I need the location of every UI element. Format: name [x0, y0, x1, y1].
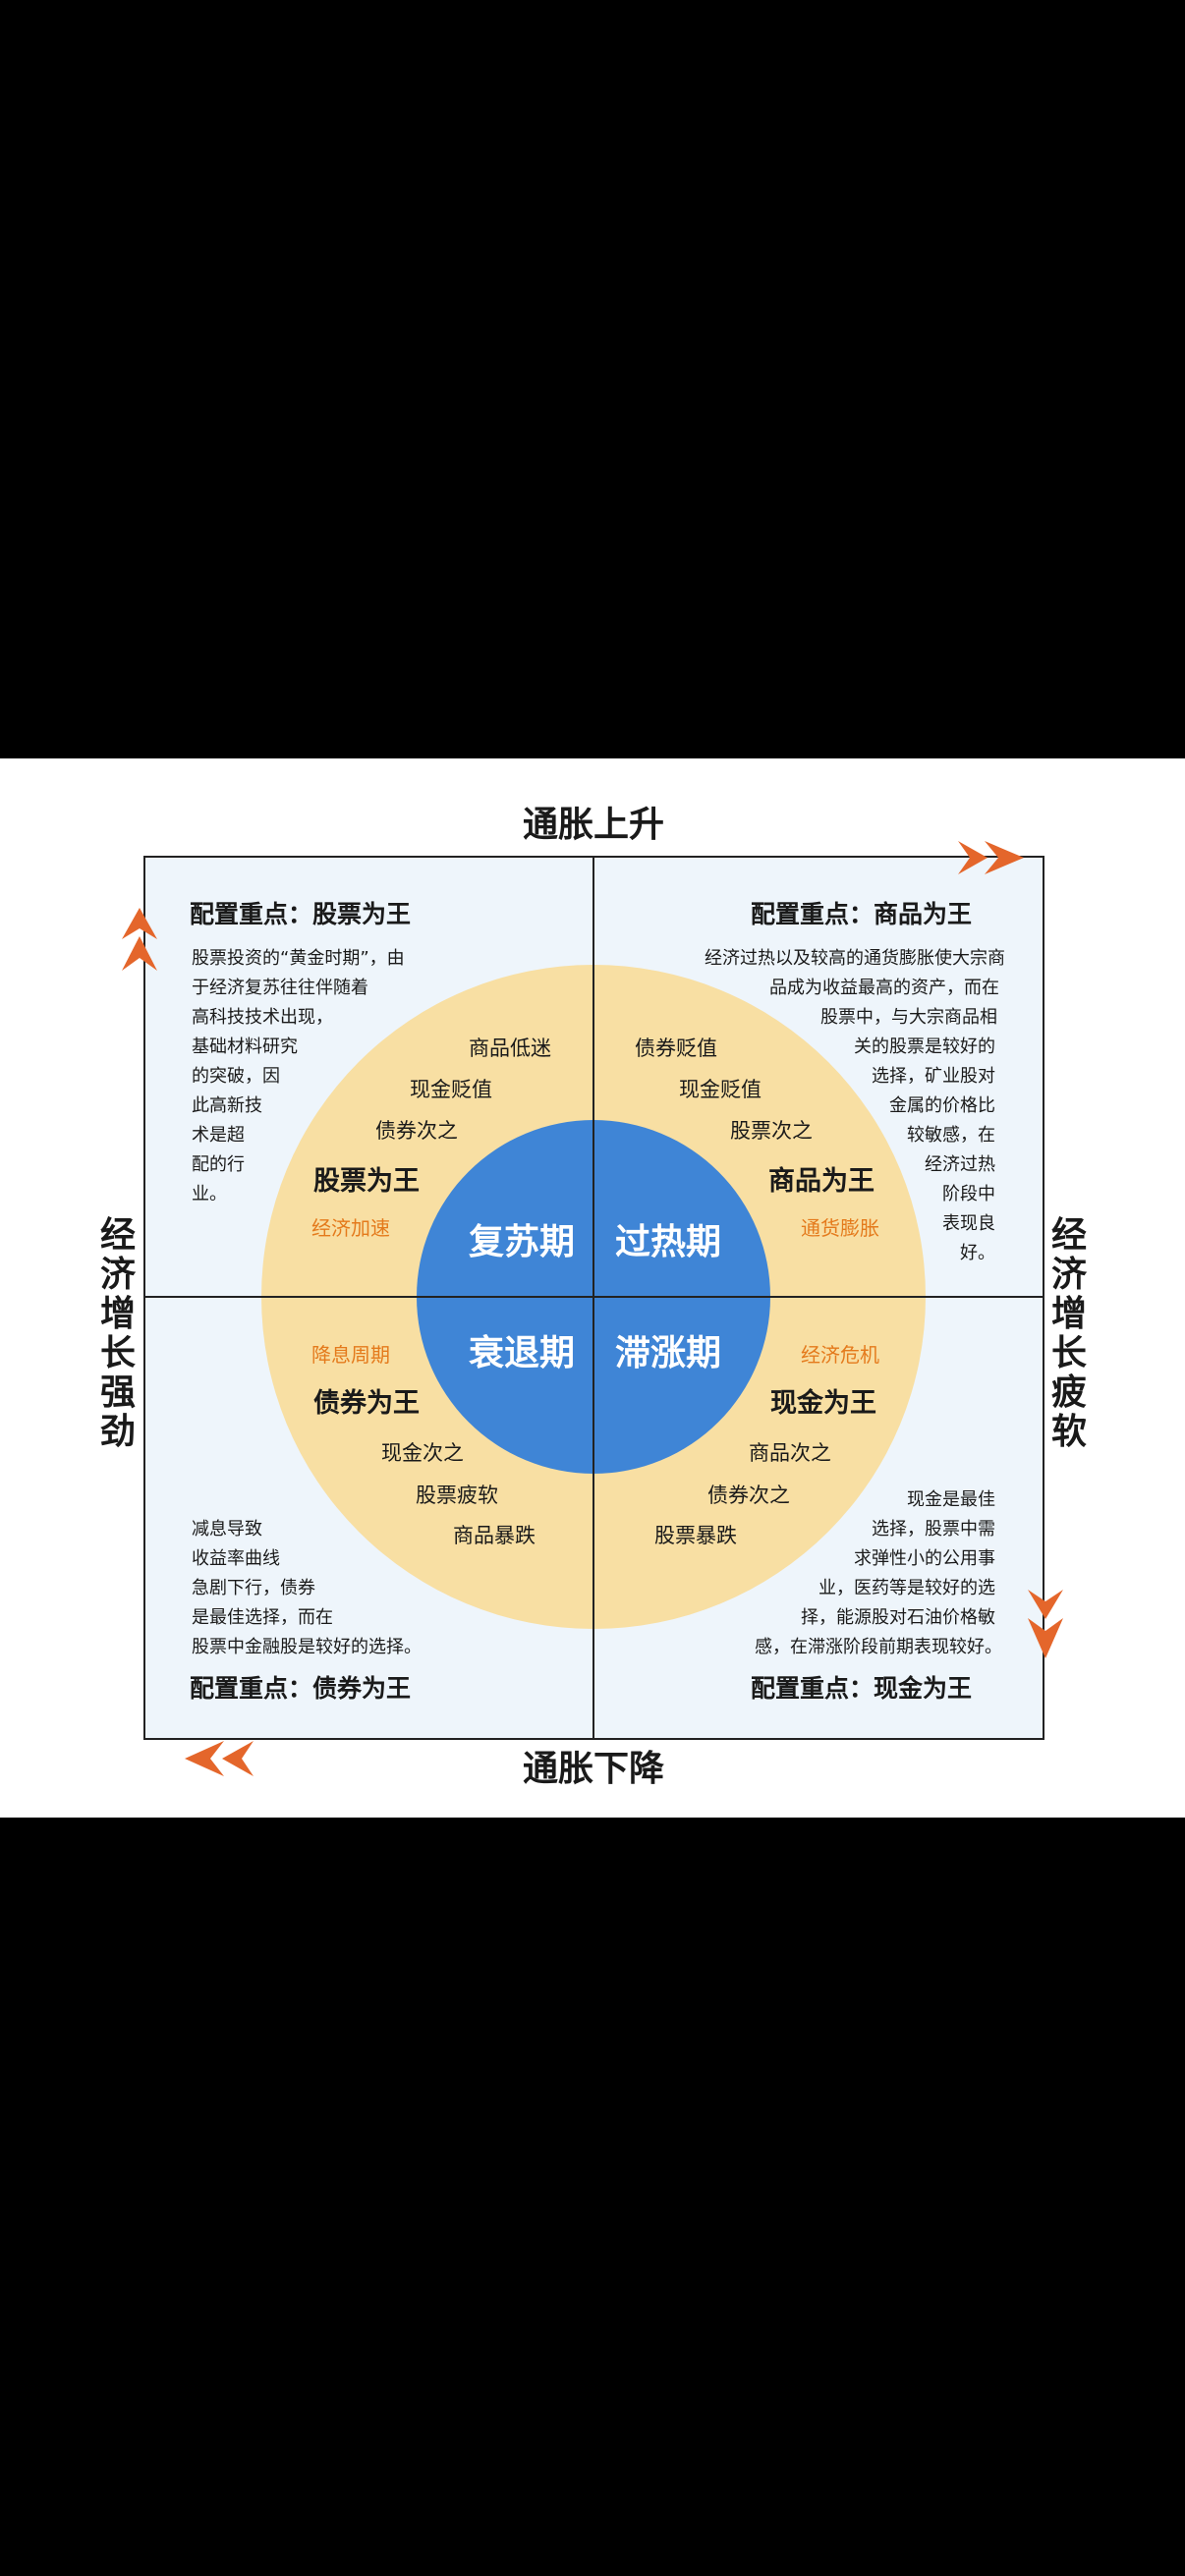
note-line: 此高新技 [192, 1095, 262, 1116]
note-line: 品成为收益最高的资产，而在 [769, 978, 999, 998]
arrow-right-down-icon [1028, 1590, 1063, 1658]
axis-left-label: 经 济 增 长 强 劲 [100, 1215, 137, 1452]
recession-note: 减息导致 收益率曲线 急剧下行，债券 是最佳选择，而在 股票中金融股是较好的选择… [192, 1519, 422, 1657]
note-line: 表现良 [942, 1213, 995, 1234]
axis-right-char: 济 [1051, 1255, 1088, 1295]
overheat-heading: 配置重点：商品为王 [751, 900, 972, 928]
recovery-tag: 经济加速 [311, 1216, 390, 1240]
stagflation-king-label: 现金为王 [770, 1387, 876, 1419]
note-line: 较敏感，在 [907, 1125, 995, 1146]
note-line: 感，在滞涨阶段前期表现较好。 [755, 1637, 1002, 1657]
recovery-heading: 配置重点：股票为王 [190, 900, 411, 928]
note-line: 业，医药等是较好的选 [818, 1578, 995, 1598]
investment-clock-diagram: 通胀上升 通胀下降 经 济 增 长 强 劲 经 济 增 长 疲 软 配置重点：股… [100, 805, 1088, 1789]
phase-stagflation: 滞涨期 [615, 1333, 721, 1373]
note-line: 是最佳选择，而在 [192, 1607, 333, 1628]
stagflation-item: 股票暴跌 [654, 1524, 737, 1547]
stagflation-note: 现金是最佳 选择，股票中需 求弹性小的公用事 业，医药等是较好的选 择，能源股对… [755, 1489, 1002, 1657]
arrow-top-right-icon [958, 841, 1024, 874]
note-line: 业。 [192, 1184, 227, 1204]
note-line: 基础材料研究 [192, 1036, 298, 1057]
axis-left-char: 长 [100, 1333, 136, 1373]
note-line: 关的股票是较好的 [854, 1036, 995, 1057]
recession-heading: 配置重点：债券为王 [190, 1674, 411, 1703]
note-line: 股票中金融股是较好的选择。 [192, 1637, 422, 1657]
axis-right-char: 增 [1051, 1294, 1087, 1334]
note-line: 收益率曲线 [192, 1548, 280, 1569]
axis-top-label: 通胀上升 [523, 805, 664, 845]
note-line: 求弹性小的公用事 [854, 1548, 995, 1569]
note-line: 股票投资的“黄金时期”，由 [192, 948, 405, 969]
overheat-item: 债券贬值 [635, 1036, 717, 1060]
note-line: 现金是最佳 [907, 1489, 995, 1510]
axis-left-char: 济 [100, 1255, 137, 1295]
arrow-left-up-icon [122, 908, 157, 971]
axis-left-char: 劲 [100, 1412, 136, 1452]
recession-king-label: 债券为王 [313, 1387, 420, 1419]
note-line: 好。 [960, 1243, 995, 1263]
axis-right-char: 长 [1051, 1333, 1087, 1373]
overheat-item: 股票次之 [730, 1119, 813, 1143]
stagflation-heading: 配置重点：现金为王 [751, 1674, 972, 1703]
diagram-panel: 通胀上升 通胀下降 经 济 增 长 强 劲 经 济 增 长 疲 软 配置重点：股… [0, 758, 1185, 1818]
note-line: 选择，股票中需 [872, 1519, 995, 1540]
note-line: 择，能源股对石油价格敏 [801, 1607, 995, 1628]
recovery-king-label: 股票为王 [313, 1166, 420, 1197]
overheat-tag: 通货膨胀 [801, 1216, 879, 1240]
note-line: 术是超 [192, 1125, 245, 1146]
phase-overheat: 过热期 [615, 1222, 721, 1262]
recovery-item: 现金贬值 [410, 1078, 492, 1101]
recovery-item: 债券次之 [375, 1119, 458, 1143]
phase-recovery: 复苏期 [469, 1222, 575, 1262]
overheat-item: 现金贬值 [679, 1078, 762, 1101]
axis-right-label: 经 济 增 长 疲 软 [1051, 1215, 1088, 1452]
recession-item: 股票疲软 [416, 1484, 498, 1507]
note-line: 经济过热以及较高的通货膨胀使大宗商 [705, 948, 1005, 969]
note-line: 急剧下行，债券 [192, 1578, 315, 1598]
note-line: 阶段中 [942, 1184, 995, 1204]
stagflation-item: 债券次之 [707, 1484, 790, 1507]
recession-item: 商品暴跌 [453, 1524, 536, 1547]
note-line: 减息导致 [192, 1519, 262, 1540]
overheat-king-label: 商品为王 [768, 1166, 875, 1197]
recovery-note: 股票投资的“黄金时期”，由 于经济复苏往往伴随着 高科技技术出现， 基础材料研究… [192, 948, 405, 1204]
note-line: 选择，矿业股对 [872, 1066, 995, 1087]
axis-right-char: 软 [1051, 1412, 1087, 1452]
phase-recession: 衰退期 [469, 1333, 575, 1373]
recession-tag: 降息周期 [311, 1343, 390, 1367]
note-line: 的突破，因 [192, 1066, 280, 1087]
note-line: 高科技技术出现， [192, 1007, 333, 1028]
axis-left-char: 强 [100, 1372, 136, 1413]
note-line: 配的行 [192, 1154, 245, 1175]
arrow-bottom-left-icon [185, 1741, 254, 1776]
stagflation-item: 商品次之 [749, 1441, 831, 1465]
overheat-note: 经济过热以及较高的通货膨胀使大宗商 品成为收益最高的资产，而在 股票中，与大宗商… [705, 948, 1005, 1263]
axis-right-char: 疲 [1051, 1372, 1087, 1413]
note-line: 金属的价格比 [889, 1095, 995, 1116]
recovery-item: 商品低迷 [469, 1036, 551, 1060]
axis-right-char: 经 [1051, 1215, 1087, 1256]
stagflation-tag: 经济危机 [801, 1343, 879, 1367]
axis-left-char: 增 [100, 1294, 136, 1334]
note-line: 股票中，与大宗商品相 [820, 1007, 997, 1028]
note-line: 经济过热 [925, 1154, 995, 1175]
axis-left-char: 经 [100, 1215, 136, 1256]
note-line: 于经济复苏往往伴随着 [192, 978, 368, 998]
recession-item: 现金次之 [381, 1441, 464, 1465]
axis-bottom-label: 通胀下降 [523, 1749, 664, 1789]
